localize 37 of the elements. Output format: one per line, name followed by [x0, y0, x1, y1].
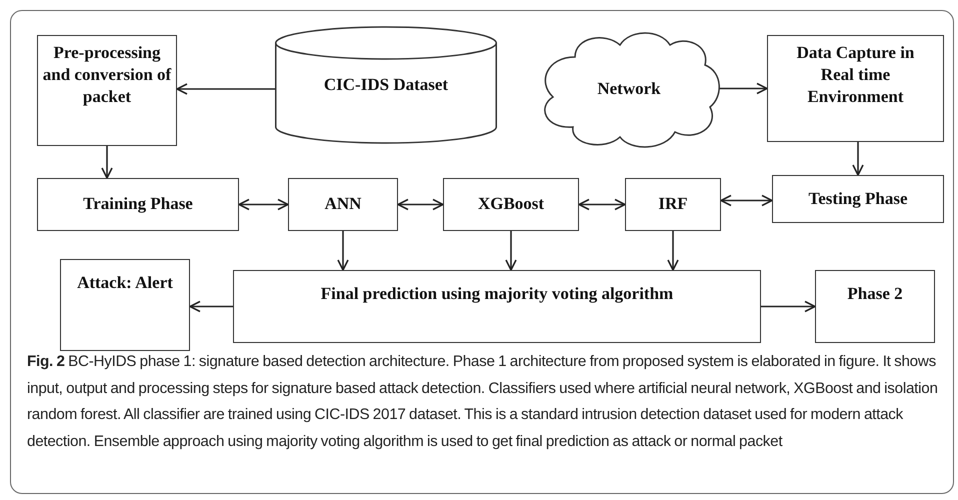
process-box [443, 178, 579, 231]
node-label: Attack: Alert [76, 272, 174, 294]
node-label: Phase 2 [846, 283, 904, 305]
node-label: Testing Phase [807, 188, 909, 210]
arrow [505, 231, 517, 271]
process-box [233, 270, 761, 343]
arrow [761, 300, 816, 312]
arrow [176, 83, 275, 95]
process-box [37, 178, 239, 231]
arrow [852, 142, 864, 176]
node-label: Pre-processing and conversion of packet [42, 42, 172, 108]
node-label: ANN [324, 193, 362, 216]
node-label: Network [596, 78, 662, 100]
arrow [578, 198, 626, 210]
process-box [37, 35, 177, 146]
process-box [625, 178, 721, 231]
node-label: CIC-IDS Dataset [322, 74, 450, 96]
arrow [337, 231, 349, 271]
node-label: XGBoost [476, 193, 546, 216]
process-box [288, 178, 398, 231]
node-label: Final prediction using majority voting algorithm [320, 283, 674, 305]
figure-caption: Fig. 2 BC-HyIDS phase 1: signature based detection architecture. Phase 1 architecture from proposed system is elaborated in figure. It shows input, output and processing steps for signature based attack detection. Classifiers used where artificial neural network, XGBoost and isolation random forest. All classifier are trained using CIC-IDS 2017 dataset. This is a standard intrusion detection dataset used for modern attack detection. Ensemble approach using majority voting algorithm is used to get final prediction as attack or normal packet [27, 352, 939, 452]
process-box [772, 175, 944, 223]
node-label: IRF [657, 193, 689, 216]
arrow [238, 198, 289, 210]
arrow [397, 198, 444, 210]
database-cylinder [275, 27, 497, 143]
arrow [101, 146, 113, 179]
arrow [719, 82, 768, 94]
arrow [189, 300, 233, 312]
arrow [720, 194, 773, 206]
process-box [60, 259, 190, 351]
node-label: Data Capture in Real time Environment [796, 42, 916, 108]
process-box [767, 35, 944, 142]
node-label: Training Phase [82, 193, 194, 216]
process-box [815, 270, 935, 343]
arrow [667, 231, 679, 271]
